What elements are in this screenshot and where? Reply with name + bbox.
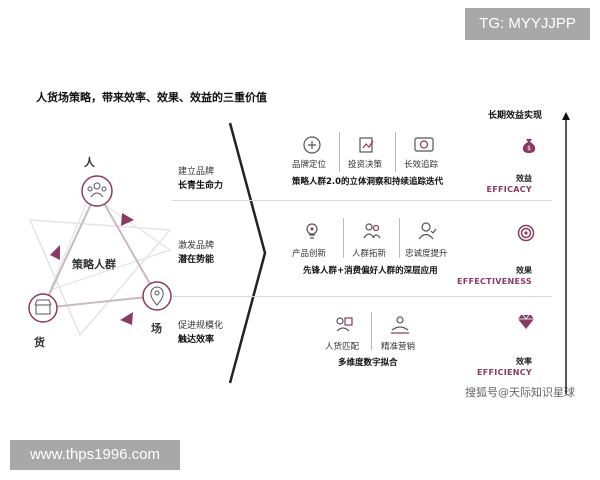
people-node: [81, 175, 113, 207]
feature-separator: [371, 312, 372, 350]
feature-label: 长效追踪: [404, 160, 439, 170]
feature-separator: [399, 218, 400, 258]
arrow-marker-right: [121, 213, 134, 226]
main-triangle: [41, 188, 159, 310]
diagram-title: 人货场策略，带来效率、效果、效益的三重价值: [36, 91, 267, 104]
audience-expansion-icon: [363, 223, 381, 239]
feature-label: 投资决策: [348, 160, 383, 170]
long-term-tracking-icon: [414, 137, 434, 152]
value-effectiveness: 效果 EFFECTIVENESS: [456, 266, 532, 286]
goods-label: 货: [34, 336, 45, 349]
place-node: [142, 281, 172, 311]
people-goods-matching-icon: [336, 317, 353, 332]
goods-node: [28, 293, 58, 323]
row-3-label: 促进规模化 触达效率: [178, 321, 224, 345]
arrow-marker-left: [50, 245, 60, 260]
investment-decision-icon: [359, 137, 374, 153]
brand-positioning-icon: [303, 136, 321, 154]
place-label: 场: [151, 322, 162, 335]
value-efficiency: 效率 EFFICIENCY: [476, 357, 532, 377]
arrow-marker-bottom: [120, 312, 133, 325]
precision-marketing-icon: [391, 316, 409, 334]
people-icon: [87, 182, 107, 198]
feature-label: 精准营销: [381, 342, 416, 352]
feature-separator: [339, 132, 340, 172]
feature-label: 产品创新: [292, 249, 327, 259]
sohu-watermark: 搜狐号@天际知识星球: [465, 386, 575, 399]
row-2-summary: 先锋人群+消费偏好人群的深层应用: [303, 266, 438, 276]
shop-icon: [34, 299, 52, 315]
row-divider-1: [172, 200, 552, 201]
svg-text:$: $: [527, 145, 531, 152]
axis-label: 长期效益实现: [488, 111, 543, 121]
money-bag-icon: $: [522, 139, 536, 153]
feature-label: 忠诚度提升: [405, 249, 448, 259]
people-label: 人: [84, 156, 95, 169]
location-pin-icon: [150, 286, 164, 306]
loyalty-icon: [418, 222, 437, 240]
tg-watermark: TG: MYYJJPP: [465, 8, 590, 40]
row-2-label: 激发品牌 潜在势能: [178, 241, 215, 265]
feature-separator: [343, 218, 344, 258]
strategy-crowd-label: 策略人群: [72, 258, 116, 271]
feature-label: 人群拓新: [352, 249, 387, 259]
ghost-triangle-2: [48, 193, 172, 292]
feature-label: 品牌定位: [292, 160, 327, 170]
feature-label: 人货匹配: [325, 342, 360, 352]
diamond-icon: [518, 314, 534, 329]
row-1-label: 建立品牌 长青生命力: [178, 167, 224, 191]
feature-separator: [395, 132, 396, 172]
row-3-summary: 多维度数字拟合: [338, 358, 398, 368]
people-goods-place-triangle: [28, 175, 172, 337]
product-innovation-icon: [306, 223, 318, 239]
chevron-right-icon: [228, 122, 267, 384]
target-icon: [517, 224, 535, 242]
value-efficacy: 效益 EFFICACY: [486, 174, 533, 194]
row-1-summary: 策略人群2.0的立体洞察和持续追踪迭代: [292, 177, 444, 187]
row-divider-2: [172, 296, 552, 297]
site-watermark: www.thps1996.com: [10, 440, 180, 470]
long-term-arrow: [562, 112, 570, 394]
